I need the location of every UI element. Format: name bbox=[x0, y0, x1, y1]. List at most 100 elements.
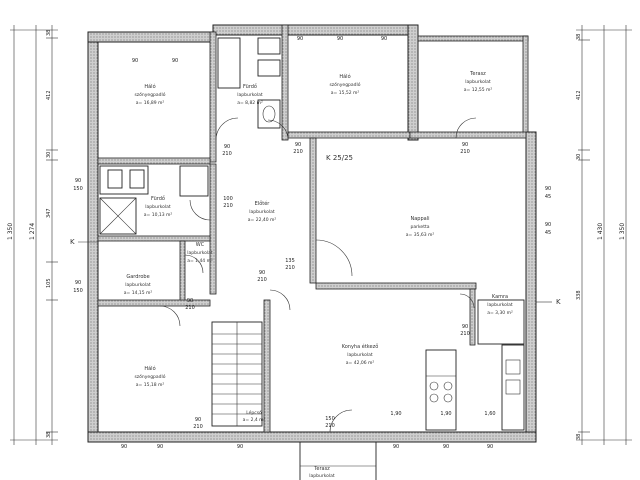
room-area: a= 3,30 m² bbox=[487, 310, 513, 316]
door-width: 90 bbox=[187, 298, 193, 304]
dim-right-2: 412 bbox=[576, 90, 582, 100]
window-width: 90 bbox=[337, 36, 343, 42]
section-markers: K 25/25 K K bbox=[70, 154, 561, 306]
side-height: 45 bbox=[545, 194, 551, 200]
room-area: a= 22,40 m² bbox=[248, 217, 277, 223]
door-swings bbox=[159, 117, 477, 433]
door-width: 150 bbox=[325, 416, 335, 422]
bathroom1-fixtures bbox=[217, 37, 281, 129]
room-label-bedroom3: Háló szőnyegpadló a= 15,18 m² bbox=[134, 365, 165, 388]
room-label-terrace-bottom: Terasz lapburkolat bbox=[309, 466, 335, 479]
outer-walls bbox=[87, 24, 537, 443]
room-label-living: Nappali parketta a= 35,63 m² bbox=[406, 216, 435, 238]
room-label-wc: WC lapburkolat a= 1,44 m² bbox=[187, 242, 213, 264]
room-area: a= 35,63 m² bbox=[406, 232, 435, 238]
room-label-hall: Előtér lapburkolat a= 22,40 m² bbox=[248, 200, 277, 223]
side-width: 90 bbox=[393, 444, 399, 450]
k-marker-left: K bbox=[70, 238, 75, 246]
room-floor: lapburkolat bbox=[125, 282, 151, 288]
dim-right-5: 38 bbox=[576, 434, 582, 440]
room-label-bedroom2: Háló szőnyegpadló a= 15,52 m² bbox=[329, 73, 360, 96]
room-label-pantry: Kamra lapburkolat a= 3,30 m² bbox=[487, 294, 513, 316]
k-marker-right: K bbox=[556, 298, 561, 306]
room-area: a= 10,13 m² bbox=[144, 212, 173, 218]
room-area: a= 8,82 m² bbox=[237, 100, 263, 106]
room-floor: parketta bbox=[411, 224, 430, 230]
door-width: 135 bbox=[285, 258, 295, 264]
staircase[interactable] bbox=[211, 321, 263, 427]
dim-left-1: 38 bbox=[46, 30, 52, 36]
interior-walls bbox=[97, 24, 527, 433]
room-area: a= 42,06 m² bbox=[346, 360, 375, 366]
room-floor: lapburkolat bbox=[249, 209, 275, 215]
door-width: 90 bbox=[259, 270, 265, 276]
door-height: 210 bbox=[257, 277, 267, 283]
window-width: 90 bbox=[237, 444, 243, 450]
room-area: a= 12,55 m² bbox=[464, 87, 493, 93]
door-width: 90 bbox=[295, 142, 301, 148]
room-name: Konyha étkező bbox=[342, 343, 379, 350]
room-area: a= 14,15 m² bbox=[124, 290, 153, 296]
section-marker: K 25/25 bbox=[326, 154, 353, 162]
dim-right-total-2: 1 350 bbox=[619, 223, 626, 240]
door-height: 210 bbox=[285, 265, 295, 271]
dim-right-total-1: 1 430 bbox=[597, 223, 604, 240]
dim-left-6: 38 bbox=[46, 432, 52, 438]
window-height: 150 bbox=[73, 186, 83, 192]
door-height: 210 bbox=[460, 331, 470, 337]
room-name: Terasz bbox=[469, 71, 486, 77]
dim-left-total-1: 1 350 bbox=[7, 223, 14, 240]
room-label-bathroom2: Fürdő lapburkolat a= 10,13 m² bbox=[144, 196, 173, 218]
room-floor: lapburkolat bbox=[309, 473, 335, 479]
room-floor: lapburkolat bbox=[237, 92, 263, 98]
side-width: 1,60 bbox=[484, 411, 495, 417]
right-dimension-lines: 38 412 30 338 38 1 430 1 350 bbox=[576, 25, 632, 445]
window-width: 90 bbox=[381, 36, 387, 42]
room-floor: lapburkolat bbox=[145, 204, 171, 210]
door-height: 210 bbox=[223, 203, 233, 209]
dim-right-3: 30 bbox=[576, 154, 582, 160]
kitchen-fixtures bbox=[425, 299, 525, 431]
door-height: 210 bbox=[293, 149, 303, 155]
side-labels: 90 45 90 45 1,90 1,90 1,60 90 90 90 bbox=[390, 186, 551, 450]
dim-left-3: 30 bbox=[46, 152, 52, 158]
dim-right-4: 338 bbox=[576, 290, 582, 300]
room-name: Háló bbox=[339, 73, 350, 80]
door-height: 210 bbox=[325, 423, 335, 429]
room-name: Nappali bbox=[411, 216, 430, 222]
door-height: 210 bbox=[193, 424, 203, 430]
door-width: 90 bbox=[462, 324, 468, 330]
window-width: 90 bbox=[172, 58, 178, 64]
room-name: Előtér bbox=[255, 200, 271, 207]
room-area: a= 15,52 m² bbox=[331, 90, 360, 96]
room-name: Háló bbox=[144, 365, 155, 372]
bottom-terrace bbox=[299, 442, 377, 480]
room-label-kitchen: Konyha étkező lapburkolat a= 42,06 m² bbox=[342, 343, 379, 366]
room-area: a= 1,44 m² bbox=[187, 258, 213, 264]
side-width: 90 bbox=[545, 186, 551, 192]
door-width: 90 bbox=[195, 417, 201, 423]
room-floor: lapburkolat bbox=[187, 250, 213, 256]
side-width: 90 bbox=[487, 444, 493, 450]
dim-left-2: 412 bbox=[46, 90, 52, 100]
door-width: 90 bbox=[462, 142, 468, 148]
window-width: 90 bbox=[132, 58, 138, 64]
room-area: a= 15,18 m² bbox=[136, 382, 165, 388]
room-label-wardrobe: Gardrobe lapburkolat a= 14,15 m² bbox=[124, 274, 153, 296]
dim-left-5: 105 bbox=[46, 278, 52, 288]
window-width: 90 bbox=[75, 280, 81, 286]
room-name: Terasz bbox=[313, 466, 330, 472]
window-width: 90 bbox=[75, 178, 81, 184]
room-label-bathroom1: Fürdő lapburkolat a= 8,82 m² bbox=[237, 84, 263, 106]
room-name: Fürdő bbox=[243, 84, 257, 90]
dim-right-1: 38 bbox=[576, 34, 582, 40]
room-name: Kamra bbox=[492, 294, 508, 300]
room-area: a= 16,89 m² bbox=[136, 100, 165, 106]
room-name: Lépcső bbox=[246, 409, 262, 416]
side-height: 45 bbox=[545, 230, 551, 236]
dim-left-4: 347 bbox=[46, 208, 52, 218]
room-floor: lapburkolat bbox=[465, 79, 491, 85]
room-name: Fürdő bbox=[151, 196, 165, 202]
room-floor: lapburkolat bbox=[487, 302, 513, 308]
